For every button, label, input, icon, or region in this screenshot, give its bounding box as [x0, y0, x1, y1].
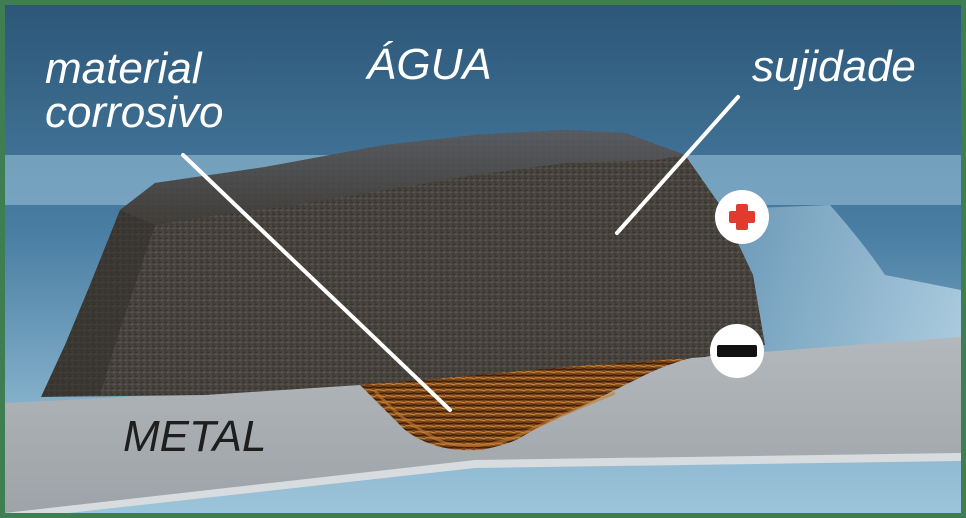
positive-charge-icon [715, 190, 769, 244]
corrosive-material-label-line1: material [45, 44, 202, 93]
pointer-line-corrosive [181, 153, 452, 412]
scene-illustration [5, 5, 961, 513]
corrosive-material-label-line2: corrosivo [45, 88, 224, 137]
dirt-left-edge-shadow [41, 210, 155, 397]
corrosive-material-label: material corrosivo [45, 47, 224, 135]
metal-label: METAL [123, 412, 267, 461]
water-step-right [705, 205, 961, 365]
dirt-label: sujidade [752, 42, 916, 91]
metal-plate-bottom-edge [5, 453, 961, 513]
corrosion-pit-shading [373, 390, 616, 448]
dirt-top-surface [120, 130, 685, 225]
corrosion-pit [360, 355, 695, 451]
water-label: ÁGUA [367, 40, 492, 89]
pointer-line-dirt [615, 95, 740, 235]
negative-charge-icon [710, 324, 764, 378]
